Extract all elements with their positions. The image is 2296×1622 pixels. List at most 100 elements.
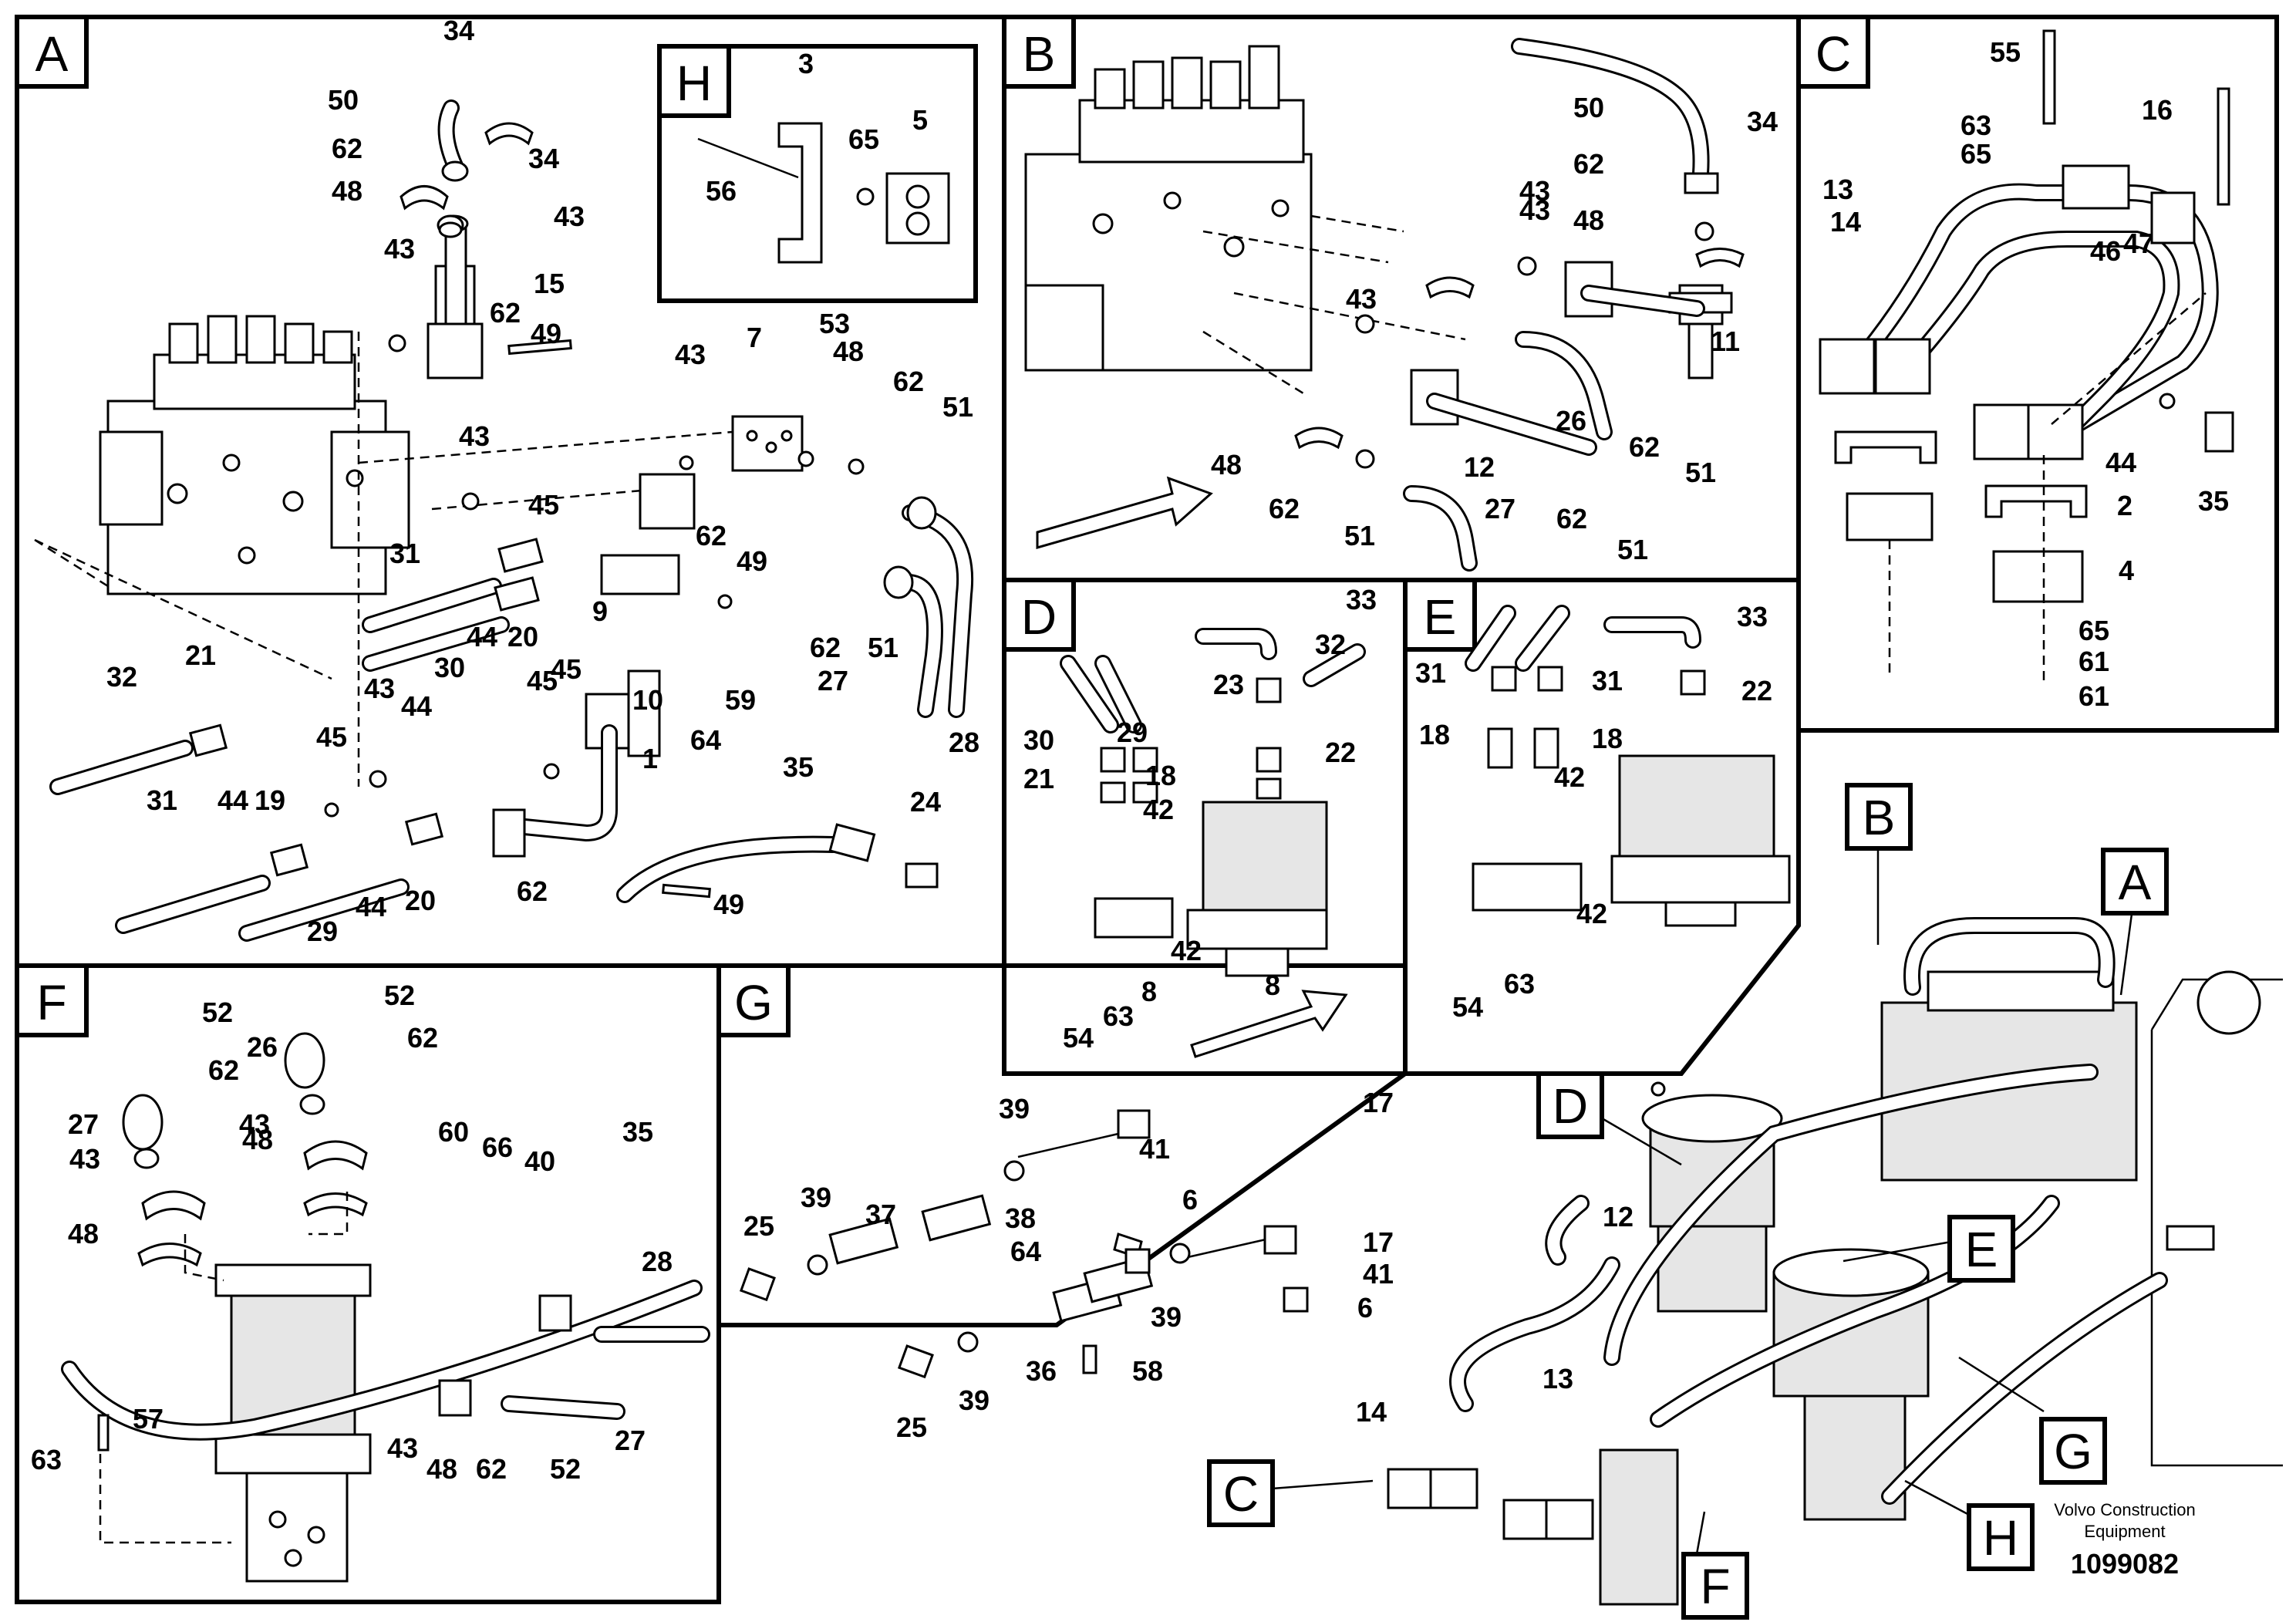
control-valve-b bbox=[1024, 45, 1313, 372]
callout-g-3: 37 bbox=[865, 1199, 896, 1230]
callout-a-25: 44 bbox=[401, 690, 432, 722]
callout-g-13: 36 bbox=[1026, 1355, 1057, 1387]
callout-c-5: 14 bbox=[1830, 206, 1861, 238]
callout-g-4: 38 bbox=[1005, 1202, 1036, 1234]
overview-tag-box-h bbox=[1967, 1503, 2035, 1571]
leader-e bbox=[1843, 1240, 1952, 1263]
callout-e-8: 54 bbox=[1452, 991, 1483, 1023]
section-a-tag bbox=[15, 15, 89, 89]
leader-h bbox=[1904, 1479, 1971, 1517]
overview-tag-box-f bbox=[1681, 1552, 1749, 1620]
callout-e-9: 63 bbox=[1504, 968, 1535, 1000]
callout-c-2: 65 bbox=[1961, 138, 1991, 170]
callout-g-0: 39 bbox=[999, 1093, 1030, 1125]
callout-d-8: 42 bbox=[1143, 794, 1174, 825]
callout-a-41: 20 bbox=[405, 885, 436, 916]
callout-a-40: 44 bbox=[356, 891, 386, 922]
callout-e-1: 31 bbox=[1592, 665, 1623, 696]
callout-c-10: 2 bbox=[2117, 490, 2132, 521]
brand-line-2: Equipment bbox=[2084, 1522, 2165, 1541]
callout-g-12: 39 bbox=[1151, 1301, 1182, 1333]
callout-c-9: 35 bbox=[2198, 485, 2229, 517]
callout-a-1: 50 bbox=[328, 84, 359, 116]
panel-c-frame bbox=[1796, 15, 2279, 733]
overview-tag-box-c bbox=[1207, 1459, 1275, 1527]
callout-c-6: 46 bbox=[2090, 235, 2121, 267]
callout-f-20: 52 bbox=[550, 1453, 581, 1485]
section-a-letter: A bbox=[35, 26, 69, 82]
callout-c-7: 47 bbox=[2123, 228, 2154, 259]
section-g-letter: G bbox=[734, 975, 773, 1030]
callout-a-24: 30 bbox=[434, 652, 465, 683]
leader-g bbox=[1958, 1356, 2045, 1413]
callout-d-9: 42 bbox=[1171, 935, 1202, 966]
callout-e-2: 33 bbox=[1737, 601, 1768, 632]
section-c-tag bbox=[1796, 15, 1870, 89]
callout-g-15: 25 bbox=[896, 1411, 927, 1443]
callout-f-18: 48 bbox=[426, 1453, 457, 1485]
callout-e-0: 31 bbox=[1415, 657, 1446, 689]
callout-a-7: 15 bbox=[534, 268, 565, 299]
callout-f-10: 60 bbox=[438, 1116, 469, 1148]
title-block: Volvo Construction Equipment 1099082 bbox=[2054, 1500, 2195, 1580]
callout-f-19: 62 bbox=[476, 1453, 507, 1485]
callout-e-5: 18 bbox=[1592, 723, 1623, 754]
leader-c bbox=[1272, 1479, 1374, 1490]
overview-callout-2: 13 bbox=[1542, 1363, 1573, 1394]
callout-a-8: 62 bbox=[490, 297, 521, 329]
overview-tag-letter-h: H bbox=[1983, 1510, 2018, 1566]
callout-b-11: 48 bbox=[1211, 449, 1242, 481]
callout-d-6: 21 bbox=[1023, 763, 1054, 794]
callout-b-4: 48 bbox=[1573, 204, 1604, 236]
callout-d-7: 18 bbox=[1145, 760, 1176, 791]
section-d-tag bbox=[1002, 578, 1076, 652]
overview-tag-letter-d: D bbox=[1553, 1078, 1588, 1134]
overview-artwork bbox=[1387, 917, 2283, 1606]
overview-tag-box-e bbox=[1947, 1215, 2015, 1283]
overview-tag-box-d bbox=[1536, 1071, 1604, 1139]
section-f-letter: F bbox=[36, 975, 66, 1030]
callout-a-29: 45 bbox=[527, 665, 558, 696]
callout-a-16: 43 bbox=[459, 420, 490, 452]
overview-tag-letter-c: C bbox=[1223, 1466, 1259, 1522]
callout-f-8: 48 bbox=[242, 1124, 273, 1155]
callout-b-13: 51 bbox=[1344, 520, 1375, 551]
drawing-code: 1099082 bbox=[2071, 1548, 2179, 1580]
callout-a-21: 44 bbox=[467, 621, 497, 653]
callout-b-7: 26 bbox=[1556, 405, 1586, 437]
section-e-letter: E bbox=[1424, 589, 1457, 645]
overview-tag-letter-g: G bbox=[2054, 1424, 2092, 1479]
callout-b-3: 43 bbox=[1519, 194, 1550, 226]
callout-d-4: 29 bbox=[1117, 717, 1148, 748]
callout-f-9: 48 bbox=[68, 1218, 99, 1249]
callout-a-38: 45 bbox=[316, 721, 347, 753]
callout-f-14: 28 bbox=[642, 1246, 673, 1277]
overview-tag-letter-a: A bbox=[2119, 855, 2152, 910]
callout-b-10: 43 bbox=[1519, 175, 1550, 207]
panel-e-artwork bbox=[1465, 605, 1791, 927]
overview-tag-box-b bbox=[1845, 783, 1913, 851]
callout-b-8: 62 bbox=[1629, 431, 1660, 463]
callout-f-17: 43 bbox=[387, 1432, 418, 1464]
callout-b-14: 12 bbox=[1464, 451, 1495, 483]
callout-f-12: 40 bbox=[524, 1145, 555, 1177]
callout-a-46: 27 bbox=[818, 665, 848, 696]
overview-tag-letter-f: F bbox=[1700, 1559, 1730, 1614]
panel-g-frame bbox=[716, 963, 1408, 1327]
callout-a-48: 62 bbox=[810, 632, 841, 663]
callout-d-11: 63 bbox=[1103, 1000, 1134, 1032]
callout-a-42: 35 bbox=[783, 751, 814, 783]
callout-c-12: 65 bbox=[2079, 615, 2109, 646]
callout-g-10: 41 bbox=[1363, 1258, 1394, 1290]
callout-e-10: 8 bbox=[1265, 969, 1280, 1001]
panel-a-artwork bbox=[34, 99, 974, 942]
panel-d-artwork bbox=[1060, 628, 1366, 1058]
callout-f-0: 52 bbox=[202, 996, 233, 1028]
callout-f-15: 57 bbox=[133, 1403, 164, 1435]
callout-b-2: 62 bbox=[1573, 148, 1604, 180]
callout-c-11: 4 bbox=[2119, 555, 2134, 586]
callout-a-28: 43 bbox=[364, 673, 395, 704]
callout-a-4: 43 bbox=[384, 233, 415, 265]
callout-a-43: 24 bbox=[910, 786, 941, 818]
